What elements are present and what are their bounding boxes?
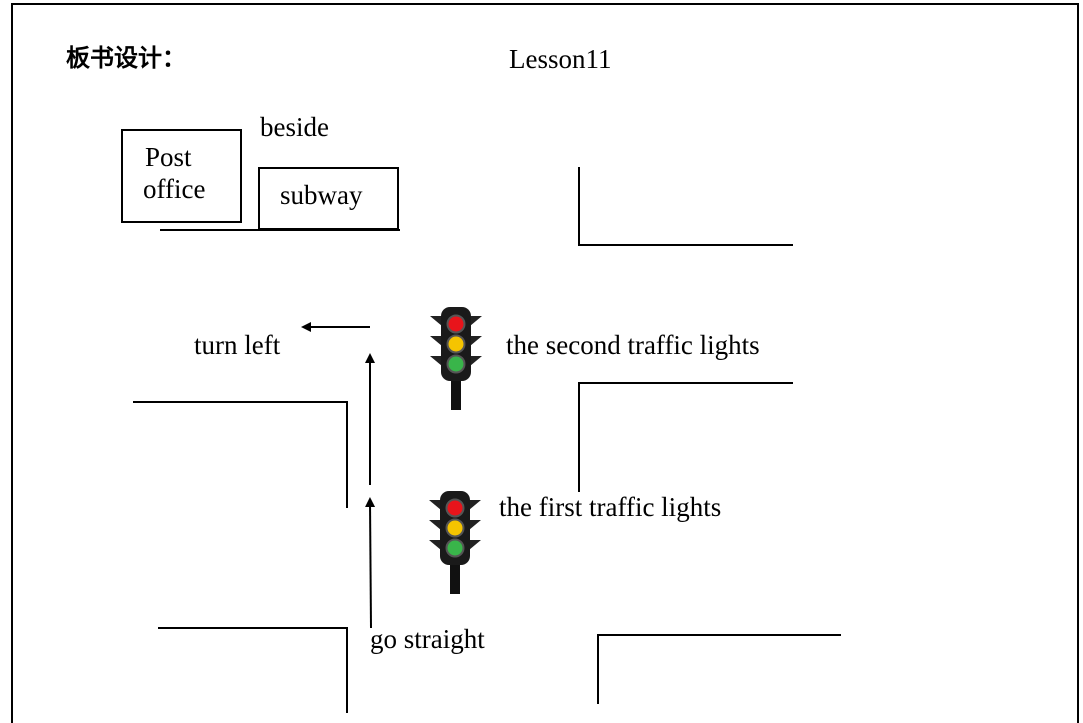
street-corner-bottom-right bbox=[597, 634, 841, 704]
beside-label: beside bbox=[260, 112, 329, 142]
first-traffic-lights-label: the first traffic lights bbox=[499, 492, 722, 522]
yellow-lamp bbox=[445, 518, 465, 538]
green-lamp bbox=[446, 354, 466, 374]
red-lamp bbox=[446, 314, 466, 334]
post-office-box bbox=[121, 129, 242, 223]
board-frame bbox=[11, 3, 1079, 723]
turn-left-label: turn left bbox=[194, 330, 281, 360]
traffic-light-icon bbox=[429, 491, 481, 594]
straight-arrow-lower bbox=[365, 497, 376, 629]
second-traffic-lights-label: the second traffic lights bbox=[506, 330, 760, 360]
subway-label: subway bbox=[280, 180, 363, 210]
post-office-label-line1: Post bbox=[145, 142, 192, 172]
street-corner-top-right bbox=[578, 167, 793, 246]
post-office-label-line2: office bbox=[143, 174, 206, 204]
go-straight-label: go straight bbox=[370, 624, 485, 654]
red-lamp bbox=[445, 498, 465, 518]
street-corner-mid-right bbox=[578, 382, 793, 492]
street-corner-mid-left bbox=[133, 401, 348, 508]
board-design-heading: 板书设计： bbox=[66, 44, 186, 72]
traffic-light-icon bbox=[430, 307, 482, 410]
yellow-lamp bbox=[446, 334, 466, 354]
street-corner-bottom-left bbox=[158, 627, 348, 713]
lesson-title: Lesson11 bbox=[509, 44, 612, 74]
green-lamp bbox=[445, 538, 465, 558]
